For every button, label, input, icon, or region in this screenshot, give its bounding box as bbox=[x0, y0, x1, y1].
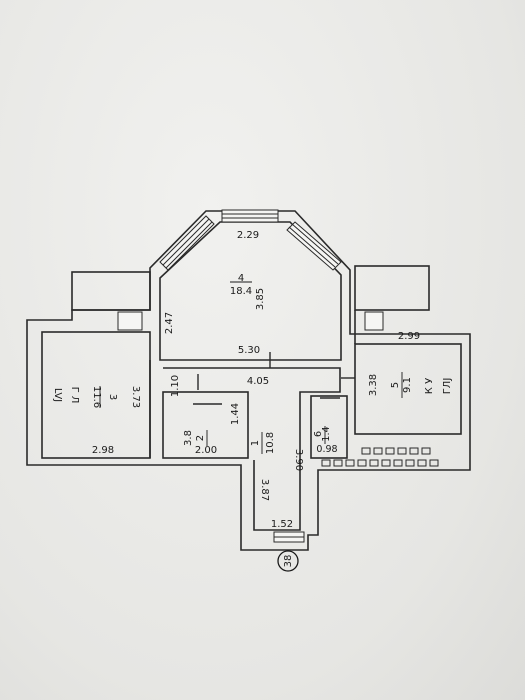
room-4-height: 3.85 bbox=[255, 288, 266, 310]
room-6-area: 1.4 bbox=[321, 426, 332, 441]
dim-top-width: 2.29 bbox=[237, 230, 259, 241]
room-1-number: 1 bbox=[250, 440, 261, 446]
windows bbox=[117, 209, 384, 543]
room-3-area: 11.6 bbox=[91, 386, 102, 408]
door-marks bbox=[193, 352, 355, 405]
right-room-symbol: ГЛJ bbox=[442, 378, 453, 395]
fraction-bars bbox=[99, 281, 403, 454]
left-room-symbol-2: Г Л bbox=[69, 387, 80, 404]
unit-badge: 38 bbox=[283, 555, 294, 568]
room-4-number: 4 bbox=[238, 273, 244, 284]
room-2-area: 3.8 bbox=[183, 430, 194, 446]
room-3-height: 3.73 bbox=[130, 386, 141, 408]
left-room-symbol: LVJ bbox=[52, 388, 63, 402]
dim-entrance: 1.52 bbox=[271, 519, 293, 530]
room-2-height: 1.44 bbox=[230, 403, 241, 425]
dim-room2-bottom: 2.00 bbox=[195, 445, 217, 456]
room-5-area: 9.1 bbox=[402, 377, 413, 393]
dim-room3-bottom: 2.98 bbox=[92, 445, 114, 456]
right-room-symbol-2: К У bbox=[424, 378, 435, 394]
room-5-height: 3.38 bbox=[368, 374, 379, 396]
dim-hall-length: 3.87 bbox=[259, 479, 270, 501]
dim-room4-bottom: 5.30 bbox=[238, 345, 260, 356]
room-3-number: 3 bbox=[107, 394, 118, 400]
room-6-number: 6 bbox=[313, 431, 324, 437]
room-1-area: 10.8 bbox=[265, 432, 276, 454]
room-5-number: 5 bbox=[390, 382, 401, 388]
unit-badge-circle bbox=[277, 550, 299, 572]
dim-corridor: 4.05 bbox=[247, 376, 269, 387]
room-6-height: 0.98 bbox=[316, 444, 337, 455]
walls bbox=[26, 210, 471, 551]
room-1-height: 3.90 bbox=[293, 449, 304, 471]
room-2-number: 2 bbox=[195, 435, 206, 441]
room-4-area: 18.4 bbox=[230, 286, 252, 297]
dim-left-bay: 2.47 bbox=[164, 312, 175, 334]
vent-row bbox=[321, 447, 439, 467]
dim-room5-width: 2.99 bbox=[398, 331, 420, 342]
dim-door-width: 1.10 bbox=[170, 375, 181, 397]
